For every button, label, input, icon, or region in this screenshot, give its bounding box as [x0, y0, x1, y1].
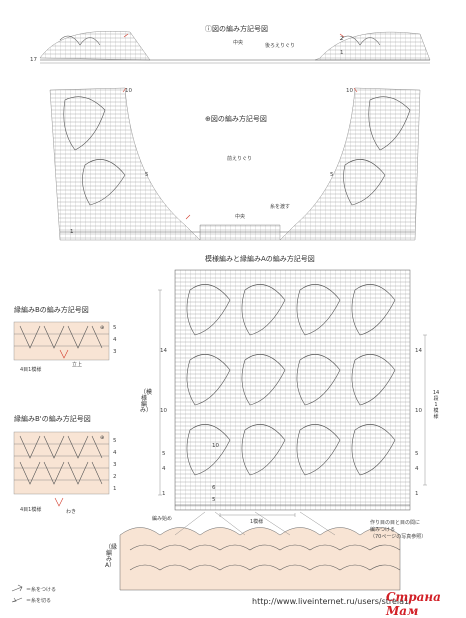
main-chart-title: 模様編みと縁編みAの編み方記号図	[205, 255, 315, 263]
row-number: 4	[113, 450, 117, 456]
back-neck-chart-title: ⓘ図の編み方記号図	[205, 25, 268, 33]
front-yoke-center-label: 中央	[235, 214, 246, 220]
back-neck-start-note: 後ろえりぐり	[265, 43, 296, 49]
back-neck-center-label: 中央	[233, 40, 244, 46]
front-yoke-join-note: 糸を渡す	[270, 204, 291, 210]
row-number: 3	[113, 349, 117, 355]
legend-cut: ＝糸を切る	[26, 598, 52, 604]
back-neck-chart-art	[39, 31, 431, 64]
row-number: 4	[113, 337, 117, 343]
row-number: 5	[415, 451, 419, 457]
placement-note-line: 編みつける	[370, 527, 396, 533]
start-label: 編み始め	[152, 516, 173, 522]
main-repeat-side-label: 14段1模様	[432, 390, 440, 420]
row-number: 1	[70, 229, 74, 235]
row-number: 14	[160, 348, 167, 354]
edge-b-chart-art	[13, 321, 110, 361]
edge-a-side-label: （縁編みA）	[105, 544, 118, 569]
placement-note-line: （70ページの写真参照）	[370, 534, 427, 540]
edge-a-chart-art	[119, 511, 401, 591]
row-number: 5	[145, 172, 149, 178]
row-number: 4	[415, 466, 419, 472]
legend-join: ＝糸をつける	[26, 587, 57, 593]
row-number: 10	[415, 408, 422, 414]
front-yoke-chart-title: ⊕図の編み方記号図	[205, 115, 267, 123]
row-number: 4	[162, 466, 166, 472]
row-number: 10	[346, 88, 353, 94]
row-number: 10	[125, 88, 132, 94]
row-number: 1	[415, 491, 419, 497]
row-number: 2	[113, 474, 117, 480]
placement-note-line: 作り目の目と目の間に	[370, 520, 421, 526]
row-number: 1	[340, 50, 344, 56]
edge-b2-side-label: わき	[66, 509, 77, 515]
row-number: 5	[113, 438, 117, 444]
edge-b2-repeat-label: 4目1模様	[20, 507, 42, 513]
arrow-join-shape	[11, 584, 23, 592]
edge-b-repeat-label: 4目1模様	[20, 367, 42, 373]
arrow-cut-shape	[11, 597, 23, 603]
row-number: 14	[415, 348, 422, 354]
row-number: 6	[212, 485, 216, 491]
edge-b2-connect-mark: ⊕	[100, 435, 105, 441]
front-yoke-chart-art	[49, 87, 421, 241]
row-number: 10	[160, 408, 167, 414]
watermark-logo: Страна Мам	[386, 590, 441, 618]
placement-note: 作り目の目と目の間に 編みつける （70ページの写真参照）	[370, 520, 426, 541]
front-neckline-label: 前えりぐり	[227, 156, 253, 162]
edge-b-cuff-label: 立上	[72, 362, 83, 368]
pattern-side-label: （模様編み）	[140, 389, 153, 414]
row-number: 5	[113, 325, 117, 331]
watermark-url[interactable]: http://www.liveinternet.ru/users/strela1…	[252, 597, 412, 606]
edge-b-connect-mark: ⊕	[100, 325, 105, 331]
row-number: 2	[340, 36, 344, 42]
row-number: 1	[162, 491, 166, 497]
main-pattern-chart-art	[158, 269, 427, 517]
row-number: 10	[212, 443, 219, 449]
row-number: 17	[30, 57, 37, 63]
edge-b-chart-title: 縁編みBの編み方記号図	[14, 306, 89, 314]
row-number: 3	[113, 462, 117, 468]
row-number: 1	[113, 486, 117, 492]
main-repeat-label: 1模様	[250, 519, 264, 525]
row-number: 5	[162, 451, 166, 457]
row-number: 5	[212, 497, 216, 503]
edge-b2-chart-title: 縁編みB'の編み方記号図	[14, 415, 91, 423]
edge-b2-chart-art	[13, 431, 110, 507]
row-number: 5	[330, 172, 334, 178]
